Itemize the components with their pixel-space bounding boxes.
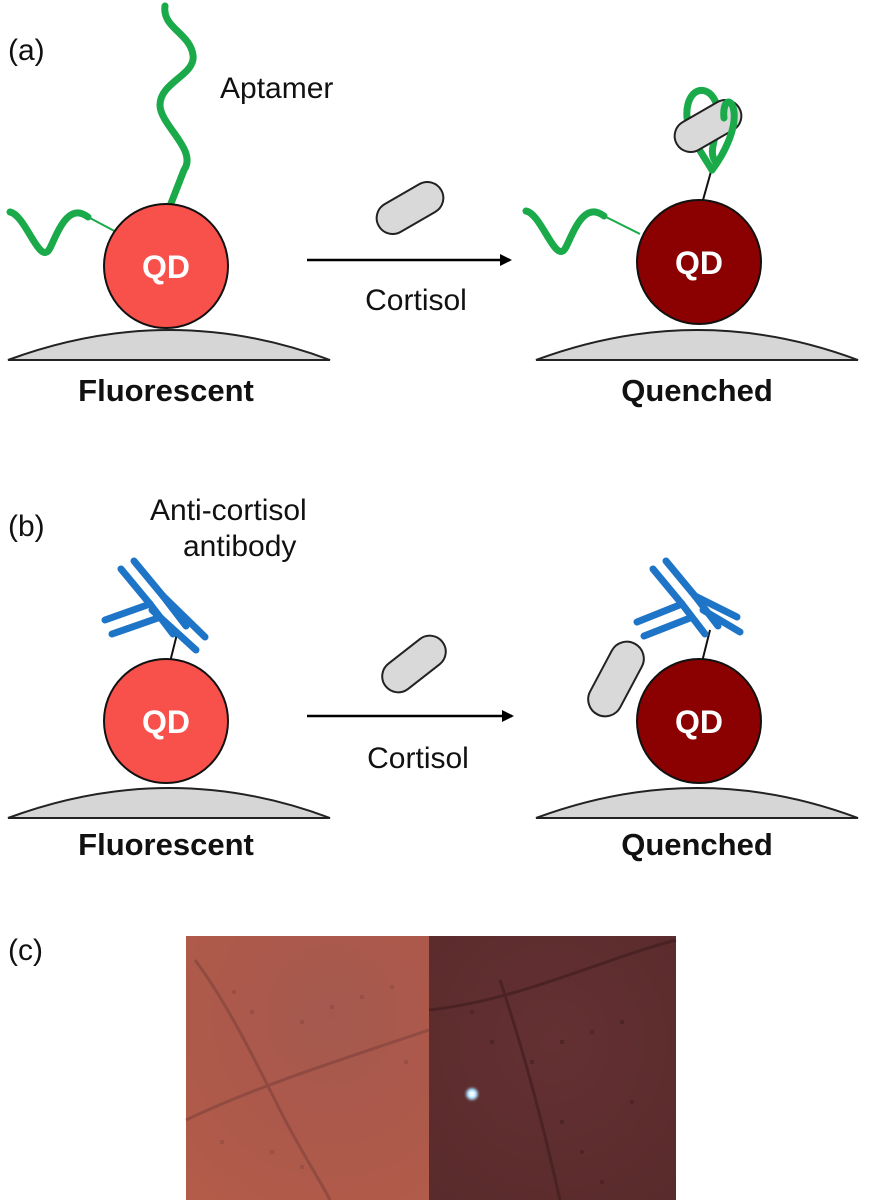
antibody-linker-right [701,629,711,663]
reaction-arrow-b: Cortisol [307,634,514,775]
antibody-callout-line1: Anti-cortisol [150,494,307,527]
aptamer-side-right-linker [603,215,641,235]
panel-c-label: (c) [8,934,43,967]
aptamer-bound-linker [702,167,713,201]
aptamer-tall [156,2,197,210]
micrograph-left [185,936,430,1200]
surface-b-left [7,787,331,819]
aptamer-folded-front [708,98,738,174]
panel-a: (a) Aptamer QD Cortisol [6,2,859,408]
aptamer-side-right [522,207,608,255]
surface-b-right [535,787,859,819]
state-fluorescent-b: Fluorescent [78,827,254,862]
left-construct-a: QD [6,2,331,361]
qd-quenched-a [636,199,762,325]
qd-quenched-b [636,658,762,784]
right-construct-a: QD [522,86,859,361]
surface-a-left [7,329,331,361]
cortisol-bound-b [587,640,645,718]
arrow-label-b: Cortisol [367,742,469,775]
state-fluorescent-a: Fluorescent [78,373,254,408]
left-construct-b: QD [7,557,331,819]
arrow-label-a: Cortisol [365,284,467,317]
qd-label-a-right: QD [675,245,723,281]
qd-label-b-left: QD [142,704,190,740]
qd-label-a-left: QD [142,249,190,285]
aptamer-callout: Aptamer [220,72,333,105]
qd-label-b-right: QD [675,704,723,740]
panel-c: (c) [8,934,677,1200]
surface-a-right [535,329,859,361]
aptamer-side [6,208,92,256]
panel-b-label: (b) [8,510,45,543]
cortisol-molecule-a [375,181,445,235]
qd-fluorescent-b [103,658,229,784]
antibody-left [101,557,209,654]
reaction-arrow-a: Cortisol [307,181,512,317]
state-quenched-a: Quenched [621,373,773,408]
panel-b: (b) Anti-cortisol antibody QD Co [7,494,859,862]
panel-a-label: (a) [8,34,45,67]
qd-fluorescent-a [103,203,229,329]
right-construct-b: QD [535,557,859,819]
cortisol-molecule-b [381,634,447,694]
micrograph-right [428,936,677,1200]
state-quenched-b: Quenched [621,827,773,862]
antibody-callout-line2: antibody [183,530,296,563]
antibody-right [633,557,744,640]
aptamer-tall-linker [169,169,185,209]
